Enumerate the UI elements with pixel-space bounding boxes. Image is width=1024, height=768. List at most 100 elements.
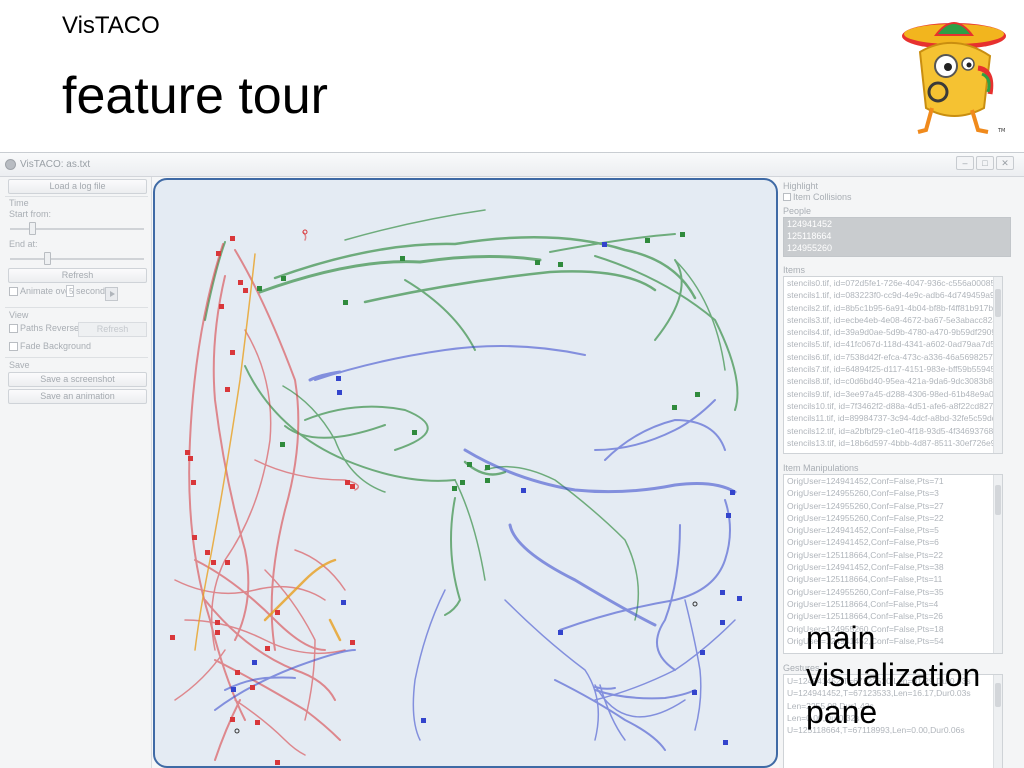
items-list-row[interactable]: stencils3.tif, id=ecbe4eb-4e08-4672-ba67… [787, 314, 1002, 325]
people-item[interactable]: 124941452 [787, 219, 833, 229]
orange-highlight-paths [194, 253, 342, 651]
close-icon[interactable]: ✕ [996, 156, 1014, 170]
manipulation-list-row[interactable]: OrigUser=125118664,Conf=False,Pts=4 [787, 598, 939, 609]
gesture-list-row[interactable]: Len=2255.08,Dur1.42s [787, 700, 874, 711]
gesture-path-canvas[interactable] [155, 180, 775, 766]
start-slider-track[interactable] [10, 228, 144, 230]
separator [5, 307, 148, 308]
path-endpoint-markers [170, 229, 742, 765]
maximize-icon[interactable]: □ [976, 156, 994, 170]
people-item[interactable]: 124955260 [787, 243, 833, 253]
manipulations-scrollbar[interactable] [993, 475, 1002, 653]
manipulation-list-row[interactable]: OrigUser=124955260,Conf=False,Pts=18 [787, 623, 944, 634]
gesture-list-row[interactable]: U=125118664,T=67118993,Len=0.00,Dur0.06s [787, 725, 965, 736]
item-collisions-label: Item Collisions [793, 192, 852, 202]
callout-line: visualization [806, 656, 981, 693]
save-screenshot-button[interactable]: Save a screenshot [8, 372, 147, 387]
separator [5, 357, 148, 358]
start-slider-thumb[interactable] [29, 222, 36, 235]
manipulation-list-row[interactable]: OrigUser=124941452,Conf=False,Pts=6 [787, 537, 939, 548]
app-icon [5, 159, 16, 170]
save-animation-button[interactable]: Save an animation [8, 389, 147, 404]
manipulation-list-row[interactable]: OrigUser=124955260,Conf=False,Pts=22 [787, 512, 944, 523]
animate-seconds-input[interactable] [66, 285, 74, 297]
items-list-row[interactable]: stencils7.tif, id=64894f25-d117-4151-983… [787, 364, 1001, 375]
items-list-row[interactable]: stencils13.tif, id=18b6d597-4bbb-4d87-85… [787, 437, 1002, 448]
seconds-label: seconds [76, 286, 110, 296]
green-user-paths [204, 209, 739, 621]
separator [5, 196, 148, 197]
items-list-row[interactable]: stencils6.tif, id=7538d42f-efca-473c-a33… [787, 351, 1002, 362]
minimize-icon[interactable]: – [956, 156, 974, 170]
callout-line: main [806, 620, 876, 656]
callout-line: pane [806, 693, 878, 730]
end-slider-thumb[interactable] [44, 252, 51, 265]
items-label: Items [783, 265, 806, 275]
animate-label: Animate over [20, 286, 74, 296]
start-from-label: Start from: [9, 209, 52, 219]
main-visualization-pane[interactable] [153, 178, 778, 768]
slide-title: feature tour [62, 67, 328, 125]
slide-subtitle: VisTACO [62, 12, 160, 39]
item-collisions-checkbox[interactable] [783, 193, 791, 201]
items-list-row[interactable]: stencils12.tif, id=a2bfbf29-c1e0-4f18-93… [787, 425, 1002, 436]
blue-user-paths [214, 345, 737, 751]
fade-background-checkbox[interactable] [9, 342, 18, 351]
items-list-row[interactable]: stencils0.tif, id=072d5fe1-726e-4047-936… [787, 278, 1002, 288]
red-user-paths [174, 231, 360, 761]
play-icon[interactable] [105, 287, 118, 301]
animate-checkbox[interactable] [9, 287, 18, 296]
load-log-button[interactable]: Load a log file [8, 179, 147, 194]
manipulation-list-row[interactable]: OrigUser=124955260,Conf=False,Pts=3 [787, 488, 939, 499]
time-section-label: Time [9, 198, 29, 208]
manipulation-list-row[interactable]: OrigUser=124941452,Conf=False,Pts=54 [787, 635, 944, 646]
items-list-row[interactable]: stencils11.tif, id=89984737-3c94-4dcf-a8… [787, 413, 1002, 424]
items-list-row[interactable]: stencils5.tif, id=41fc067d-118d-4341-a60… [787, 339, 1002, 350]
manipulation-list-row[interactable]: OrigUser=124941452,Conf=False,Pts=5 [787, 525, 939, 536]
right-info-panel: Highlight Item Collisions People 1249414… [779, 177, 1024, 768]
people-label: People [783, 206, 812, 216]
manipulation-list-row[interactable]: OrigUser=125118664,Conf=False,Pts=22 [787, 549, 944, 560]
left-control-panel: Load a log file Time Start from: End at:… [0, 177, 152, 768]
gesture-list-row[interactable]: Len=0.00,Dur0.32s [787, 712, 860, 723]
animate-seconds-value: 5 [69, 287, 74, 296]
refresh-button[interactable]: Refresh [8, 268, 147, 283]
gestures-scrollbar[interactable] [993, 675, 1002, 768]
highlight-label: Highlight [783, 181, 819, 191]
view-section-label: View [9, 310, 29, 320]
gesture-list-row[interactable]: U=124941452,T=67123520,Len=81.29,Dur0.03… [787, 676, 971, 686]
save-section-label: Save [9, 360, 30, 370]
items-list-row[interactable]: stencils4.tif, id=39a9d0ae-5d9b-4780-a47… [787, 327, 1002, 338]
item-manipulations-label: Item Manipulations [783, 463, 859, 473]
people-list[interactable]: 124941452 125118664 124955260 [783, 217, 1011, 257]
taco-mascot-logo: TM [902, 22, 1006, 134]
items-list-row[interactable]: stencils8.tif, id=c0d6bd40-95ea-421a-9da… [787, 376, 1002, 387]
svg-text:TM: TM [997, 128, 1005, 134]
end-slider-track[interactable] [10, 258, 144, 260]
end-at-label: End at: [9, 239, 38, 249]
people-item[interactable]: 125118664 [787, 231, 832, 241]
paths-reversed-checkbox[interactable] [9, 324, 18, 333]
window-title: VisTACO: as.txt [20, 159, 91, 170]
items-list-row[interactable]: stencils9.tif, id=3ee97a45-d288-4306-98e… [787, 388, 1002, 399]
paths-reversed-label: Paths Reversed [20, 323, 85, 333]
manipulation-list-row[interactable]: OrigUser=124955260,Conf=False,Pts=27 [787, 500, 944, 511]
items-list-row[interactable]: stencils2.tif, id=8b5c1b95-6a91-4b04-bf8… [787, 302, 998, 313]
window-titlebar: VisTACO: as.txt – □ ✕ [0, 153, 1024, 177]
gesture-list-row[interactable]: U=124941452,T=67123533,Len=16.17,Dur0.03… [787, 688, 971, 699]
manipulation-list-row[interactable]: OrigUser=124955260,Conf=False,Pts=35 [787, 586, 944, 597]
manipulation-list-row[interactable]: OrigUser=124941452,Conf=False,Pts=38 [787, 562, 944, 573]
items-list-row[interactable]: stencils1.tif, id=083223f0-cc9d-4e9c-adb… [787, 290, 1002, 301]
fade-background-label: Fade Background [20, 341, 92, 351]
visualization-pane-callout: main visualization pane [806, 620, 980, 730]
gestures-list[interactable]: U=124941452,T=67123520,Len=81.29,Dur0.03… [783, 674, 1003, 768]
gestures-label: Gestures [783, 663, 820, 673]
manipulation-list-row[interactable]: OrigUser=125118664,Conf=False,Pts=26 [787, 611, 944, 622]
manipulation-list-row[interactable]: OrigUser=124941452,Conf=False,Pts=71 [787, 476, 944, 486]
items-list-row[interactable]: stencils10.tif, id=7f3462f2-d88a-4d51-af… [787, 400, 1002, 411]
refresh-disabled-button[interactable]: Refresh [78, 322, 147, 337]
manipulation-list-row[interactable]: OrigUser=125118664,Conf=False,Pts=11 [787, 574, 943, 585]
items-scrollbar[interactable] [993, 277, 1002, 453]
items-list[interactable]: stencils0.tif, id=072d5fe1-726e-4047-936… [783, 276, 1003, 454]
